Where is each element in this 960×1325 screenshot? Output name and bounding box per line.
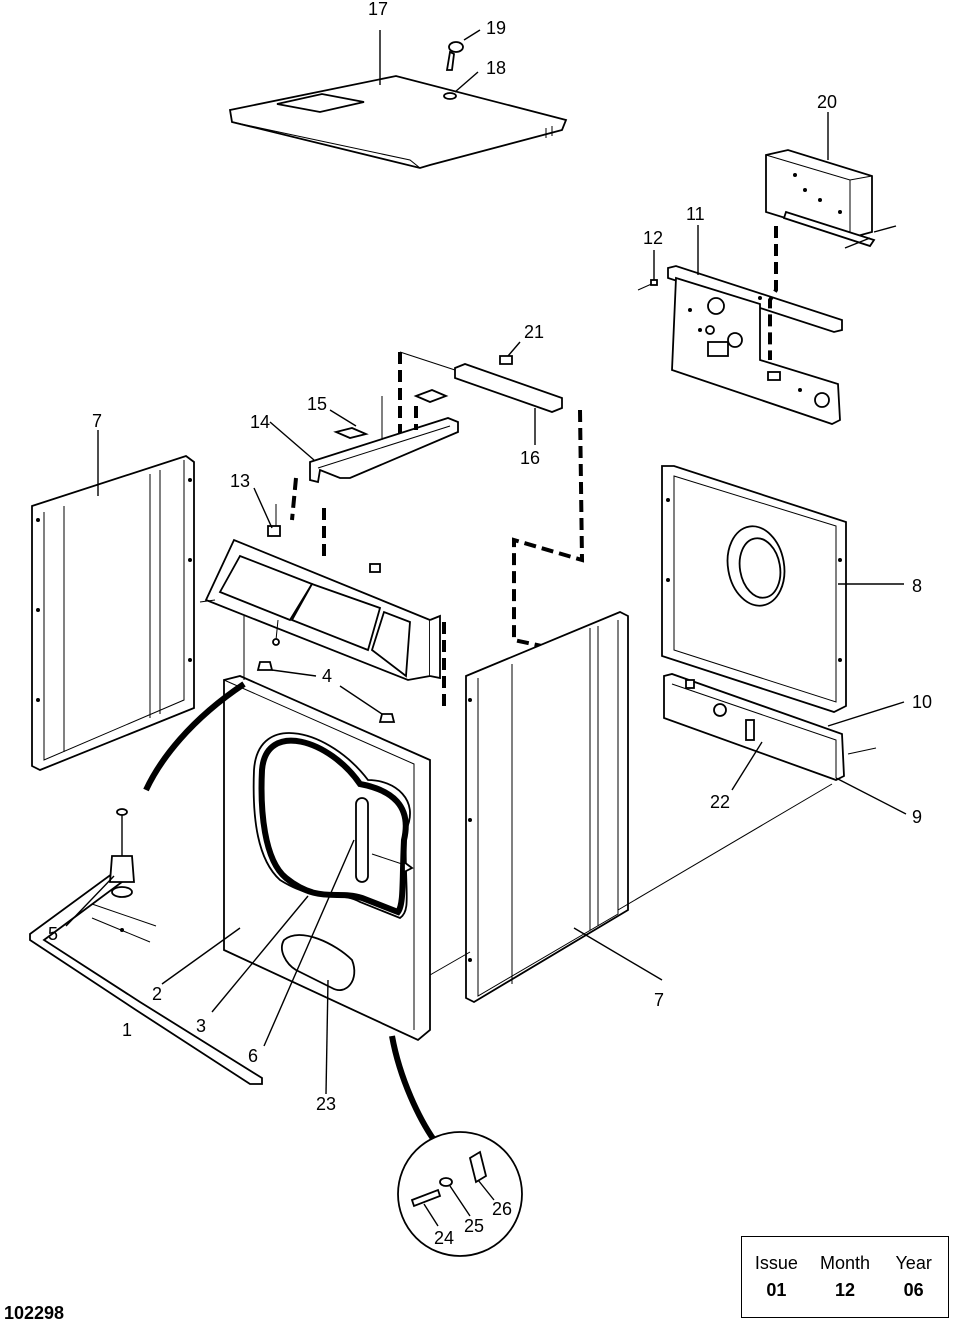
callout-21: 21	[524, 322, 544, 342]
key-part	[445, 41, 464, 71]
callout-7-right: 7	[654, 990, 664, 1010]
month-label: Month	[819, 1253, 870, 1273]
callout-12: 12	[643, 228, 663, 248]
rear-bracket-part	[454, 355, 563, 413]
label-sticker-part	[333, 389, 449, 439]
callout-16: 16	[520, 448, 540, 468]
upper-crossmember-part	[309, 417, 459, 484]
right-side-panel-part	[465, 611, 629, 1004]
callout-18: 18	[486, 58, 506, 78]
callout-14: 14	[250, 412, 270, 432]
issue-date-box: Issue Month Year 01 12 06	[741, 1236, 949, 1318]
callout-1: 1	[122, 1020, 132, 1040]
callout-2: 2	[152, 984, 162, 1004]
lower-rear-bracket-part	[663, 673, 845, 781]
callout-15: 15	[307, 394, 327, 414]
callout-5: 5	[48, 924, 58, 944]
month-value: 12	[834, 1280, 855, 1300]
drawing-number: 102298	[4, 1303, 65, 1323]
issue-label: Issue	[754, 1253, 798, 1273]
detail-circle	[397, 1131, 523, 1257]
nut-part	[267, 525, 281, 537]
callout-7-left: 7	[92, 411, 102, 431]
callout-22: 22	[710, 792, 730, 812]
callout-11: 11	[686, 204, 705, 224]
left-side-panel-part	[31, 454, 195, 771]
callout-20: 20	[817, 92, 837, 112]
rear-panel-part	[661, 465, 847, 713]
callout-9: 9	[912, 807, 922, 827]
year-label: Year	[895, 1253, 932, 1273]
callout-23: 23	[316, 1094, 336, 1114]
callout-25: 25	[464, 1216, 484, 1236]
top-cover-part	[228, 75, 568, 169]
electrical-box-part	[765, 149, 876, 248]
year-value: 06	[903, 1280, 924, 1300]
issue-value: 01	[766, 1280, 787, 1300]
callout-6: 6	[248, 1046, 258, 1066]
callout-19: 19	[486, 18, 506, 38]
adjustable-foot-part	[109, 808, 135, 932]
callout-24: 24	[434, 1228, 454, 1248]
callout-10: 10	[912, 692, 932, 712]
callout-3: 3	[196, 1016, 206, 1036]
control-panel-part	[204, 538, 441, 681]
callout-13: 13	[230, 471, 250, 491]
front-panel-part	[223, 675, 431, 1042]
callout-8: 8	[912, 576, 922, 596]
callout-26: 26	[492, 1199, 512, 1219]
callout-17: 17	[368, 0, 388, 19]
control-bracket-part	[667, 265, 843, 425]
callout-4: 4	[322, 666, 332, 686]
